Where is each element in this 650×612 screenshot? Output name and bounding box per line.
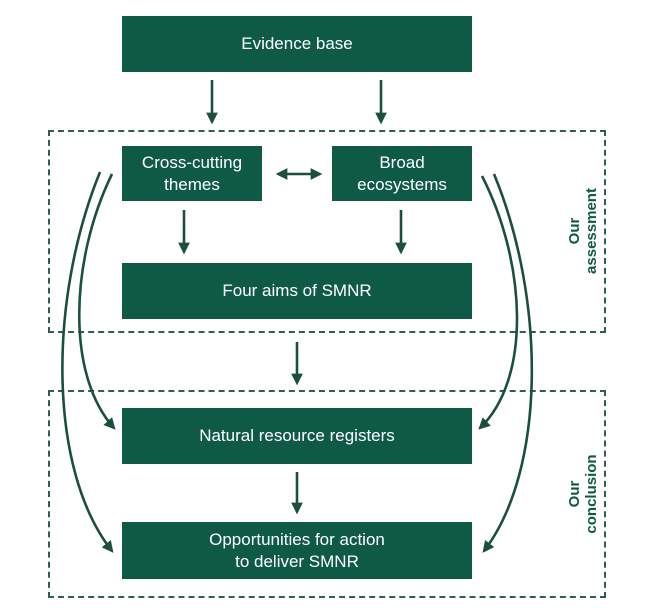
curve-themes-to-opportunities [61, 171, 114, 553]
four-aims-label: Four aims of SMNR [222, 281, 372, 300]
curve-ecosystems-to-opportunities [482, 173, 534, 553]
natural-resource-registers-box: Natural resource registers [122, 408, 472, 464]
broad-ecosystems-box: Broad ecosystems [332, 146, 472, 201]
cross-cutting-themes-label: Cross-cutting themes [141, 152, 243, 194]
evidence-base-box: Evidence base [122, 16, 472, 72]
conclusion-section-frame [48, 390, 606, 598]
four-aims-box: Four aims of SMNR [122, 263, 472, 319]
curve-themes-to-registers [78, 173, 116, 430]
broad-ecosystems-label: Broad ecosystems [357, 152, 447, 194]
opportunities-label: Opportunities for action to deliver SMNR [209, 529, 385, 571]
curve-ecosystems-to-registers [478, 175, 519, 430]
cross-cutting-themes-box: Cross-cutting themes [122, 146, 262, 201]
opportunities-box: Opportunities for action to deliver SMNR [122, 522, 472, 579]
assessment-section-frame [48, 130, 606, 333]
natural-resource-registers-label: Natural resource registers [199, 426, 395, 445]
evidence-base-label: Evidence base [241, 34, 353, 53]
